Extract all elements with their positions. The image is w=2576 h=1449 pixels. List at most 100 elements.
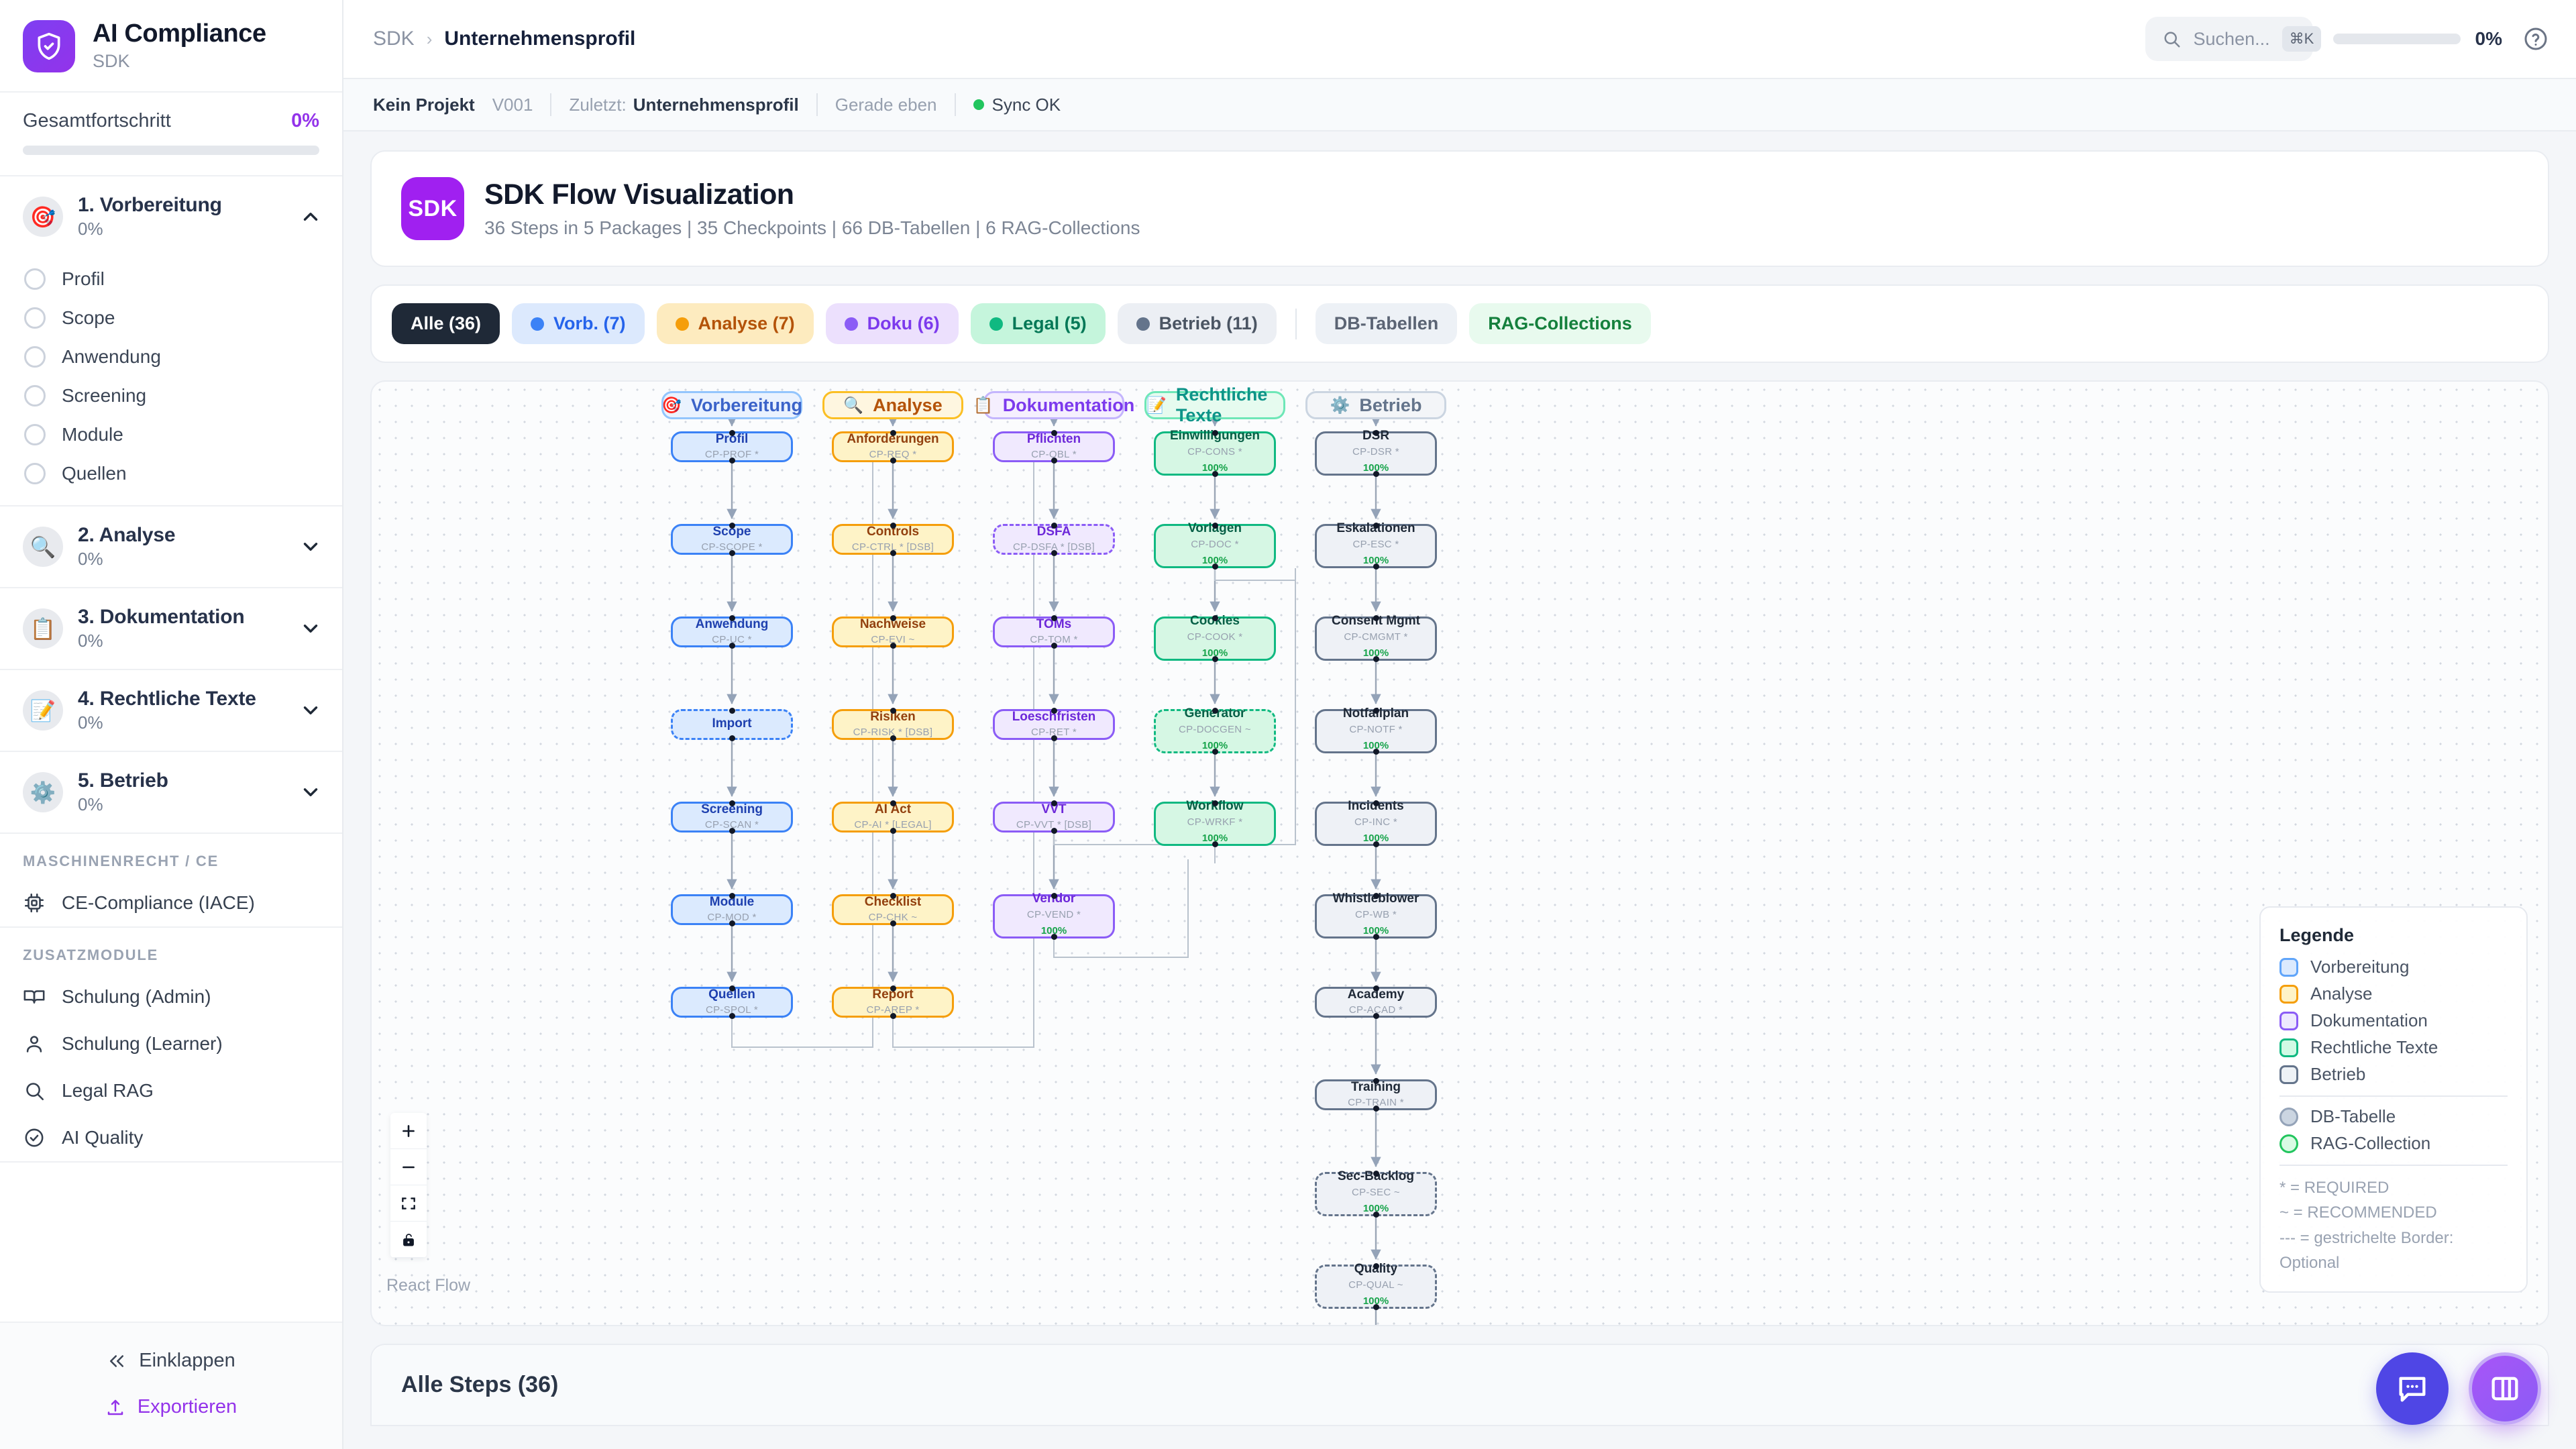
flow-node-generator[interactable]: GeneratorCP-DOCGEN ~100%	[1154, 706, 1276, 755]
filter-rag[interactable]: RAG-Collections	[1469, 303, 1651, 344]
node-code: CP-OBL *	[1031, 449, 1077, 461]
flow-node-vendor[interactable]: VendorCP-VEND *100%	[993, 892, 1115, 940]
breadcrumb-current: Unternehmensprofil	[444, 28, 636, 50]
brand-header[interactable]: AI Compliance SDK	[0, 0, 342, 93]
breadcrumb-root[interactable]: SDK	[373, 28, 415, 50]
substep-scope[interactable]: Scope	[0, 299, 342, 337]
collapse-sidebar-button[interactable]: Einklappen	[0, 1338, 342, 1384]
node-code: CP-CONS *	[1187, 445, 1242, 458]
filter-ana[interactable]: Analyse (7)	[656, 303, 814, 344]
flow-node-einwilligungen[interactable]: EinwilligungenCP-CONS *100%	[1154, 429, 1276, 477]
status-badge: Sync OK	[973, 95, 1061, 115]
node-progress-value: 100%	[1362, 924, 1389, 936]
node-port-top	[729, 800, 735, 806]
flow-node-sec-backlog[interactable]: Sec-BacklogCP-SEC ~100%	[1315, 1169, 1437, 1218]
sidebar-item-ai-quality[interactable]: AI Quality	[0, 1114, 342, 1161]
page-title: SDK Flow Visualization	[484, 178, 794, 211]
flow-node-vorlagen[interactable]: VorlagenCP-DOC *100%	[1154, 521, 1276, 570]
flow-node-incidents[interactable]: IncidentsCP-INC *100%	[1315, 799, 1437, 847]
filter-vorb[interactable]: Vorb. (7)	[512, 303, 645, 344]
search-input[interactable]: Suchen... ⌘K	[2145, 17, 2322, 61]
substep-quellen[interactable]: Quellen	[0, 454, 342, 493]
node-code: CP-COOK *	[1187, 631, 1243, 643]
panel-fab[interactable]	[2469, 1352, 2541, 1425]
flow-node-notfallplan[interactable]: NotfallplanCP-NOTF *100%	[1315, 706, 1437, 755]
filter-dot-icon	[531, 317, 545, 331]
flow-canvas[interactable]: 🎯Vorbereitung🔍Analyse📋Dokumentation📝Rech…	[370, 380, 2549, 1326]
node-port-top	[1373, 800, 1379, 806]
sdk-badge: SDK	[401, 177, 464, 240]
filter-doku[interactable]: Doku (6)	[825, 303, 959, 344]
filter-legal[interactable]: Legal (5)	[970, 303, 1106, 344]
filter-betr[interactable]: Betrieb (11)	[1117, 303, 1277, 344]
sidebar-item-ce-compliance[interactable]: CE-Compliance (IACE)	[0, 879, 342, 926]
header-progress: 0%	[2332, 28, 2502, 50]
node-port-bottom	[1373, 1106, 1379, 1112]
node-title: VVT	[1041, 802, 1067, 816]
flow-node-whistleblower[interactable]: WhistleblowerCP-WB *100%	[1315, 892, 1437, 940]
flow-node-eskalationen[interactable]: EskalationenCP-ESC *100%	[1315, 521, 1437, 570]
filter-db[interactable]: DB-Tabellen	[1315, 303, 1458, 344]
node-title: Training	[1351, 1079, 1401, 1094]
lock-button[interactable]	[390, 1222, 427, 1258]
flow-node-dsr[interactable]: DSRCP-DSR *100%	[1315, 429, 1437, 477]
node-title: Checklist	[864, 894, 922, 909]
export-button[interactable]: Exportieren	[0, 1384, 342, 1430]
flow-node-quality[interactable]: QualityCP-QUAL ~100%	[1315, 1262, 1437, 1310]
zoom-in-button[interactable]	[390, 1113, 427, 1149]
sidebar-item-schulung-admin[interactable]: Schulung (Admin)	[0, 973, 342, 1020]
node-code: CP-NOTF *	[1349, 723, 1403, 735]
substep-screening[interactable]: Screening	[0, 376, 342, 415]
legend-row: DB-Tabelle	[2279, 1106, 2508, 1127]
flow-node-cookies[interactable]: CookiesCP-COOK *100%	[1154, 614, 1276, 662]
node-port-bottom	[890, 643, 896, 649]
substep-profil[interactable]: Profil	[0, 260, 342, 299]
zoom-out-button[interactable]	[390, 1149, 427, 1185]
node-title: Loeschfristen	[1012, 709, 1096, 724]
filter-all[interactable]: Alle (36)	[392, 303, 500, 344]
substep-module[interactable]: Module	[0, 415, 342, 454]
chevron-up-icon	[303, 213, 318, 221]
sidebar-item-schulung-learner[interactable]: Schulung (Learner)	[0, 1020, 342, 1067]
flow-node-workflow[interactable]: WorkflowCP-WRKF *100%	[1154, 799, 1276, 847]
node-port-top	[1373, 430, 1379, 436]
question-circle-icon[interactable]	[2522, 25, 2549, 52]
brand-title: AI Compliance	[93, 19, 266, 48]
node-title: Module	[709, 894, 755, 909]
node-port-top	[729, 708, 735, 714]
sidebar-item-legal-rag[interactable]: Legal RAG	[0, 1067, 342, 1114]
node-progress-value: 100%	[1201, 462, 1228, 474]
flow-node-import[interactable]: Import	[671, 708, 793, 741]
substep-anwendung[interactable]: Anwendung	[0, 337, 342, 376]
node-code: CP-SPOL *	[705, 1004, 758, 1016]
chat-fab[interactable]	[2376, 1352, 2449, 1425]
fit-view-button[interactable]	[390, 1185, 427, 1222]
